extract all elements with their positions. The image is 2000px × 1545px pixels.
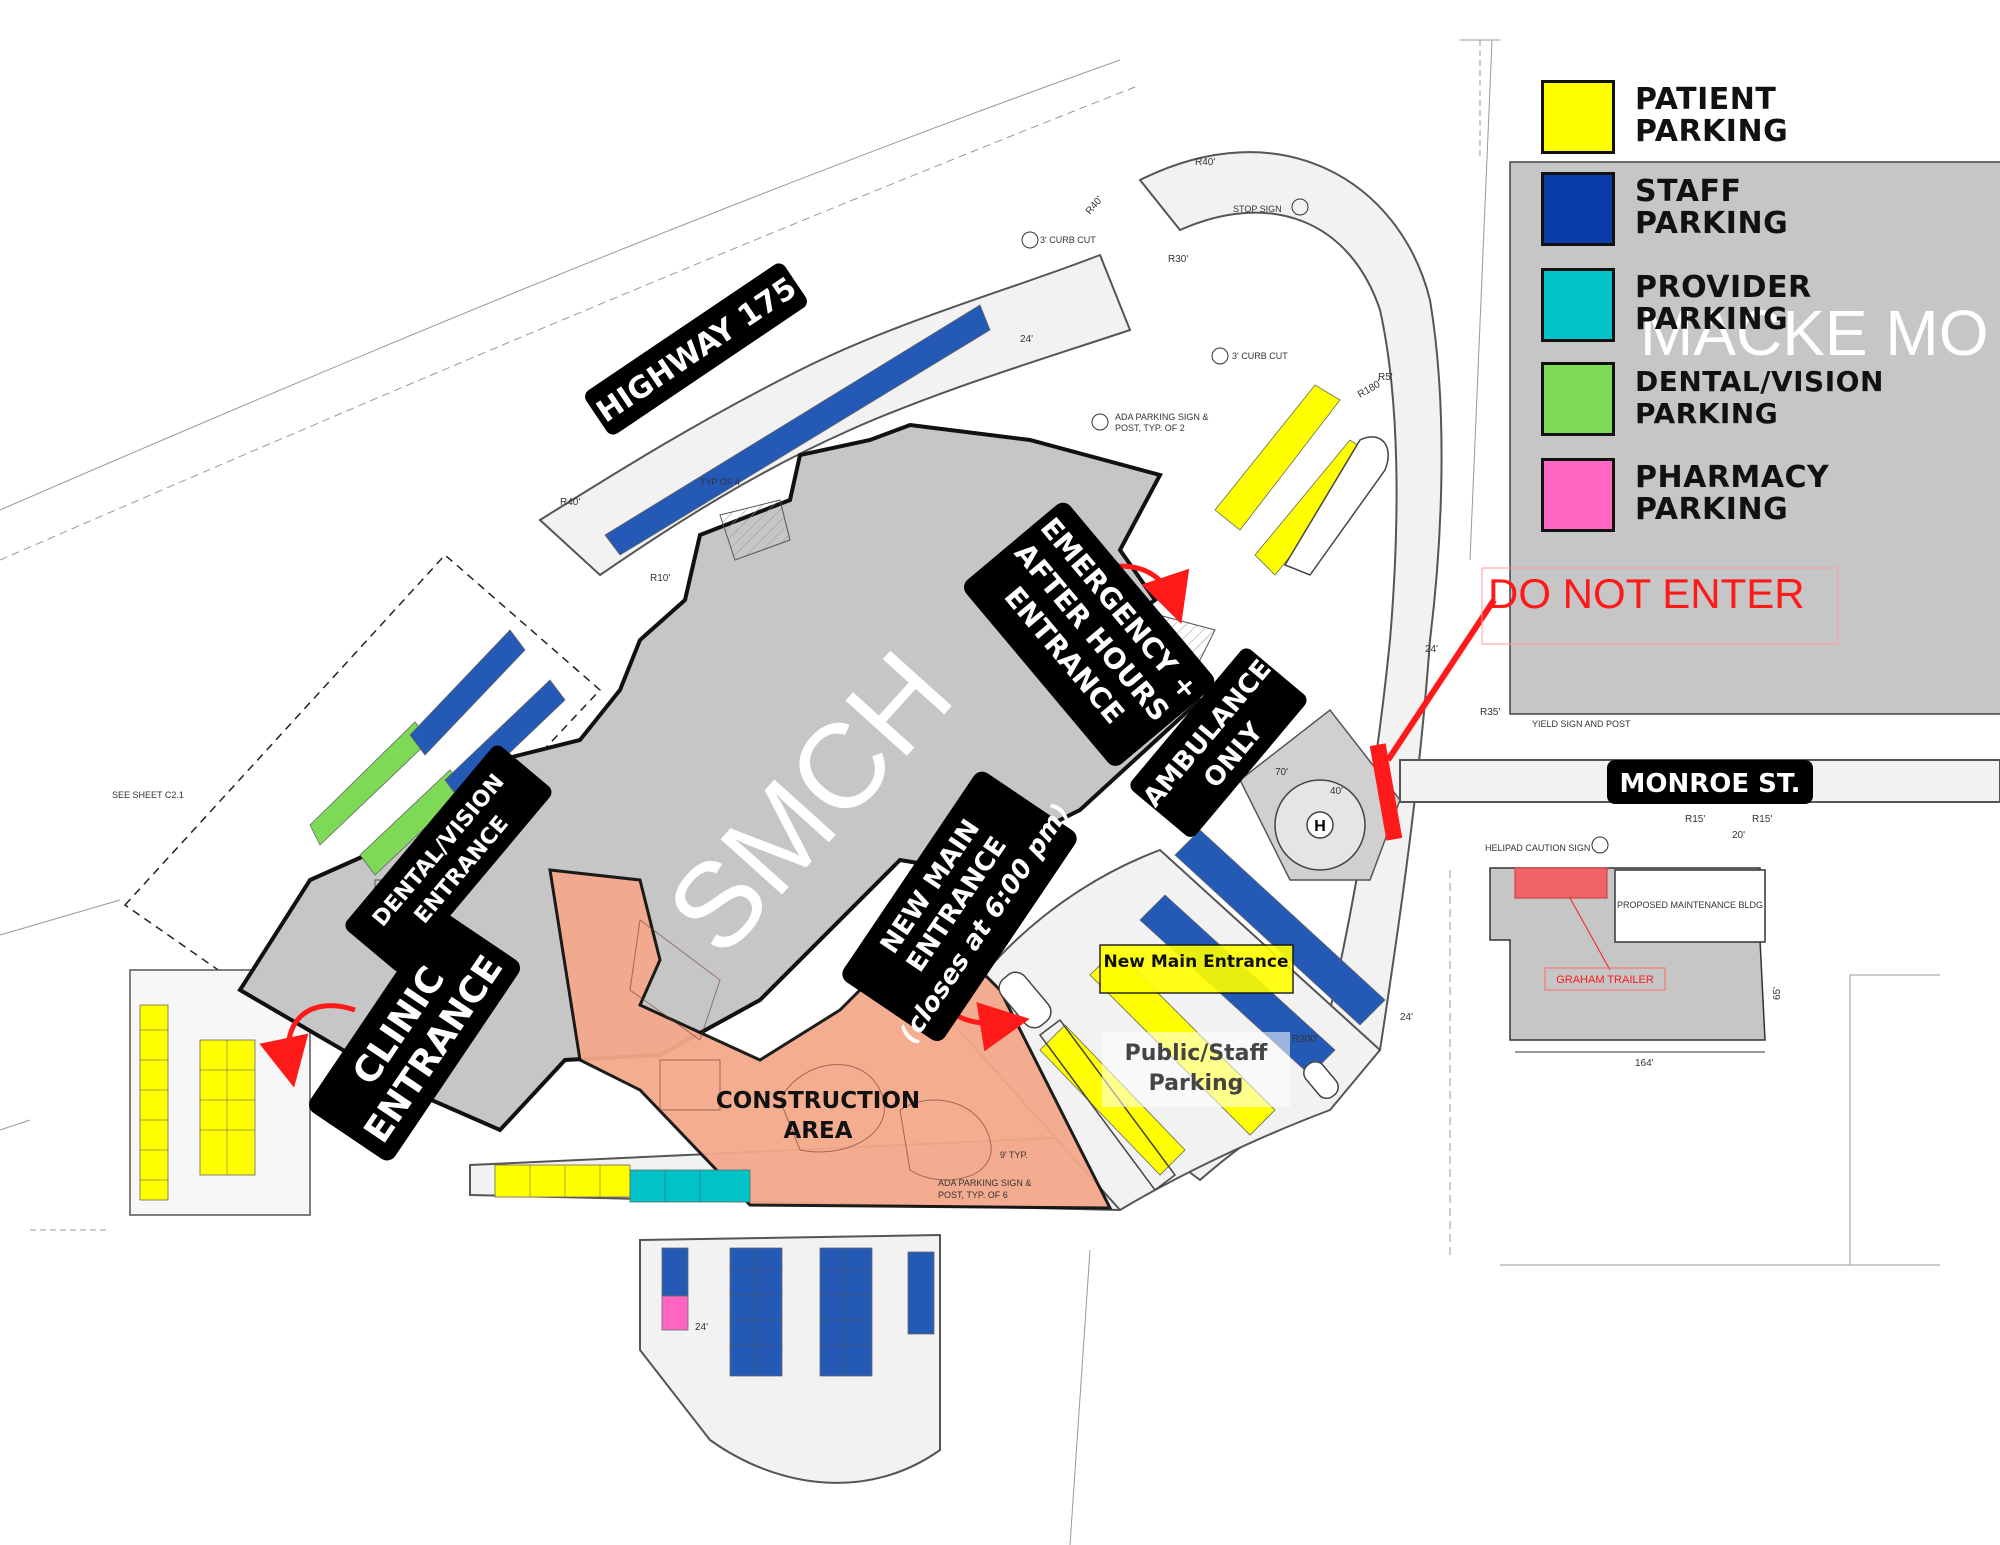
- see-sheet-label: SEE SHEET C2.1: [112, 790, 184, 800]
- dim-r30: R30': [1168, 254, 1188, 265]
- dim-r5: R5': [1378, 372, 1393, 383]
- dim-r40-a: R40': [1195, 157, 1215, 168]
- dim-r40-b: R40': [1084, 194, 1106, 217]
- yield-sign-label: YIELD SIGN AND POST: [1532, 719, 1631, 729]
- legend-item-patient: PATIENT PARKING: [1541, 80, 1961, 160]
- legend-item-dental-vision: DENTAL/VISION PARKING: [1541, 362, 1961, 442]
- dim-r15-b: R15': [1752, 814, 1772, 825]
- legend-staff-line1: STAFF: [1635, 174, 1742, 209]
- curb-cut-label-1: 3' CURB CUT: [1040, 235, 1096, 245]
- patient-parking-ne: [1214, 384, 1341, 531]
- legend-swatch-staff: [1541, 172, 1615, 246]
- dim-r35: R35': [1480, 707, 1500, 718]
- helipad-sign-label: HELIPAD CAUTION SIGN: [1485, 843, 1590, 853]
- dim-r15-a: R15': [1685, 814, 1705, 825]
- patient-parking-south-row: [494, 1164, 631, 1198]
- provider-parking: [629, 1169, 751, 1203]
- staff-parking-east-1: [1174, 829, 1386, 1026]
- dim-164: 164': [1635, 1058, 1654, 1069]
- monroe-text: MONROE ST.: [1619, 769, 1800, 799]
- dim-24-d: 24': [695, 1322, 708, 1333]
- construction-linework: [629, 919, 992, 1181]
- do-not-enter-label: DO NOT ENTER: [1488, 570, 1805, 617]
- curb-cut-label-2: 3' CURB CUT: [1232, 351, 1288, 361]
- dim-24-a: 24': [1020, 334, 1033, 345]
- graham-trailer-label: GRAHAM TRAILER: [1556, 974, 1654, 986]
- clinic-arrow: [259, 1003, 356, 1088]
- helipad-symbol: H: [1314, 818, 1326, 835]
- dim-65: 65': [1772, 987, 1783, 1000]
- property-lines: [0, 39, 1940, 1545]
- stall-dividers: [140, 1029, 872, 1376]
- do-not-enter-sign: DO NOT ENTER: [1481, 567, 1839, 645]
- dim-70: 70': [1275, 767, 1288, 778]
- public-staff-line1: Public/Staff: [1125, 1041, 1269, 1066]
- staff-parking-bottom-1: [661, 1247, 689, 1297]
- staff-parking-dental-lot: [409, 629, 526, 756]
- new-main-entrance-sign: New Main Entrance: [1099, 944, 1294, 994]
- legend-swatch-dental-vision: [1541, 362, 1615, 436]
- annotations: STOP SIGN 3' CURB CUT 3' CURB CUT ADA PA…: [112, 157, 1772, 1333]
- pharmacy-parking: [661, 1295, 689, 1331]
- ada-sign-label-line2: POST, TYP. OF 2: [1115, 423, 1185, 433]
- dim-r200: R200': [1292, 1034, 1318, 1045]
- new-main-entrance-box-label: New Main Entrance: [1103, 952, 1288, 972]
- neighbor-building-name: MACKE MO: [1640, 297, 1988, 369]
- ada-sign-2-line1: ADA PARKING SIGN &: [938, 1178, 1031, 1188]
- dim-r40-c: R40': [560, 497, 580, 508]
- public-staff-line2: Parking: [1149, 1071, 1244, 1096]
- construction-label-line2: AREA: [783, 1118, 852, 1144]
- parking-islands: [998, 436, 1389, 1192]
- maintenance-bldg-label: PROPOSED MAINTENANCE BLDG: [1617, 900, 1763, 910]
- typ-of-4-label: TYP OF 4: [700, 477, 740, 487]
- maintenance-area: PROPOSED MAINTENANCE BLDG GRAHAM TRAILER…: [1489, 867, 1783, 1069]
- legend-staff-line2: PARKING: [1635, 206, 1789, 241]
- stop-sign-label: STOP SIGN: [1233, 204, 1282, 214]
- legend-swatch-patient: [1541, 80, 1615, 154]
- legend-swatch-pharmacy: [1541, 458, 1615, 532]
- legend-patient-line2: PARKING: [1635, 114, 1789, 149]
- ada-sign-label-line1: ADA PARKING SIGN &: [1115, 412, 1208, 422]
- legend-item-staff: STAFF PARKING: [1541, 172, 1961, 252]
- legend-provider-line2: PARKING: [1635, 302, 1789, 337]
- dim-24-b: 24': [1425, 644, 1438, 655]
- helipad: H: [1239, 708, 1401, 881]
- construction-label-line1: CONSTRUCTION: [716, 1088, 920, 1114]
- emergency-label: EMERGENCY + AFTER HOURS ENTRANCE: [964, 502, 1215, 766]
- legend-pharmacy-line2: PARKING: [1635, 492, 1789, 527]
- dim-r10: R10': [650, 573, 670, 584]
- public-staff-parking-sign: Public/Staff Parking: [1102, 1032, 1290, 1107]
- staff-parking-north: [604, 304, 991, 556]
- legend-dental-line2: PARKING: [1635, 397, 1779, 430]
- patient-parking-lower-left-2: [199, 1039, 256, 1176]
- legend-dental-line1: DENTAL/VISION: [1635, 365, 1884, 398]
- dim-20: 20': [1732, 830, 1745, 841]
- monroe-label: MONROE ST.: [1607, 760, 1813, 804]
- dashed-boundary: [123, 553, 602, 1021]
- ada-sign-2-line2: POST, TYP. OF 6: [938, 1190, 1008, 1200]
- dim-40: 40': [1330, 786, 1343, 797]
- legend-provider-line1: PROVIDER: [1635, 270, 1812, 305]
- neighbor-building: MACKE MO: [1509, 161, 2000, 715]
- legend-item-pharmacy: PHARMACY PARKING: [1541, 458, 1961, 538]
- legend-item-provider: PROVIDER PARKING: [1541, 268, 1961, 348]
- legend-pharmacy-line1: PHARMACY: [1635, 460, 1830, 495]
- dim-24-c: 24': [1400, 1012, 1413, 1023]
- staff-parking-bottom-4: [907, 1251, 935, 1335]
- patient-parking-lower-left-1: [139, 1004, 169, 1201]
- typ-9-label: 9' TYP.: [1000, 1150, 1028, 1160]
- legend-patient-line1: PATIENT: [1635, 82, 1777, 117]
- do-not-enter-marker: [1369, 598, 1497, 841]
- legend-swatch-provider: [1541, 268, 1615, 342]
